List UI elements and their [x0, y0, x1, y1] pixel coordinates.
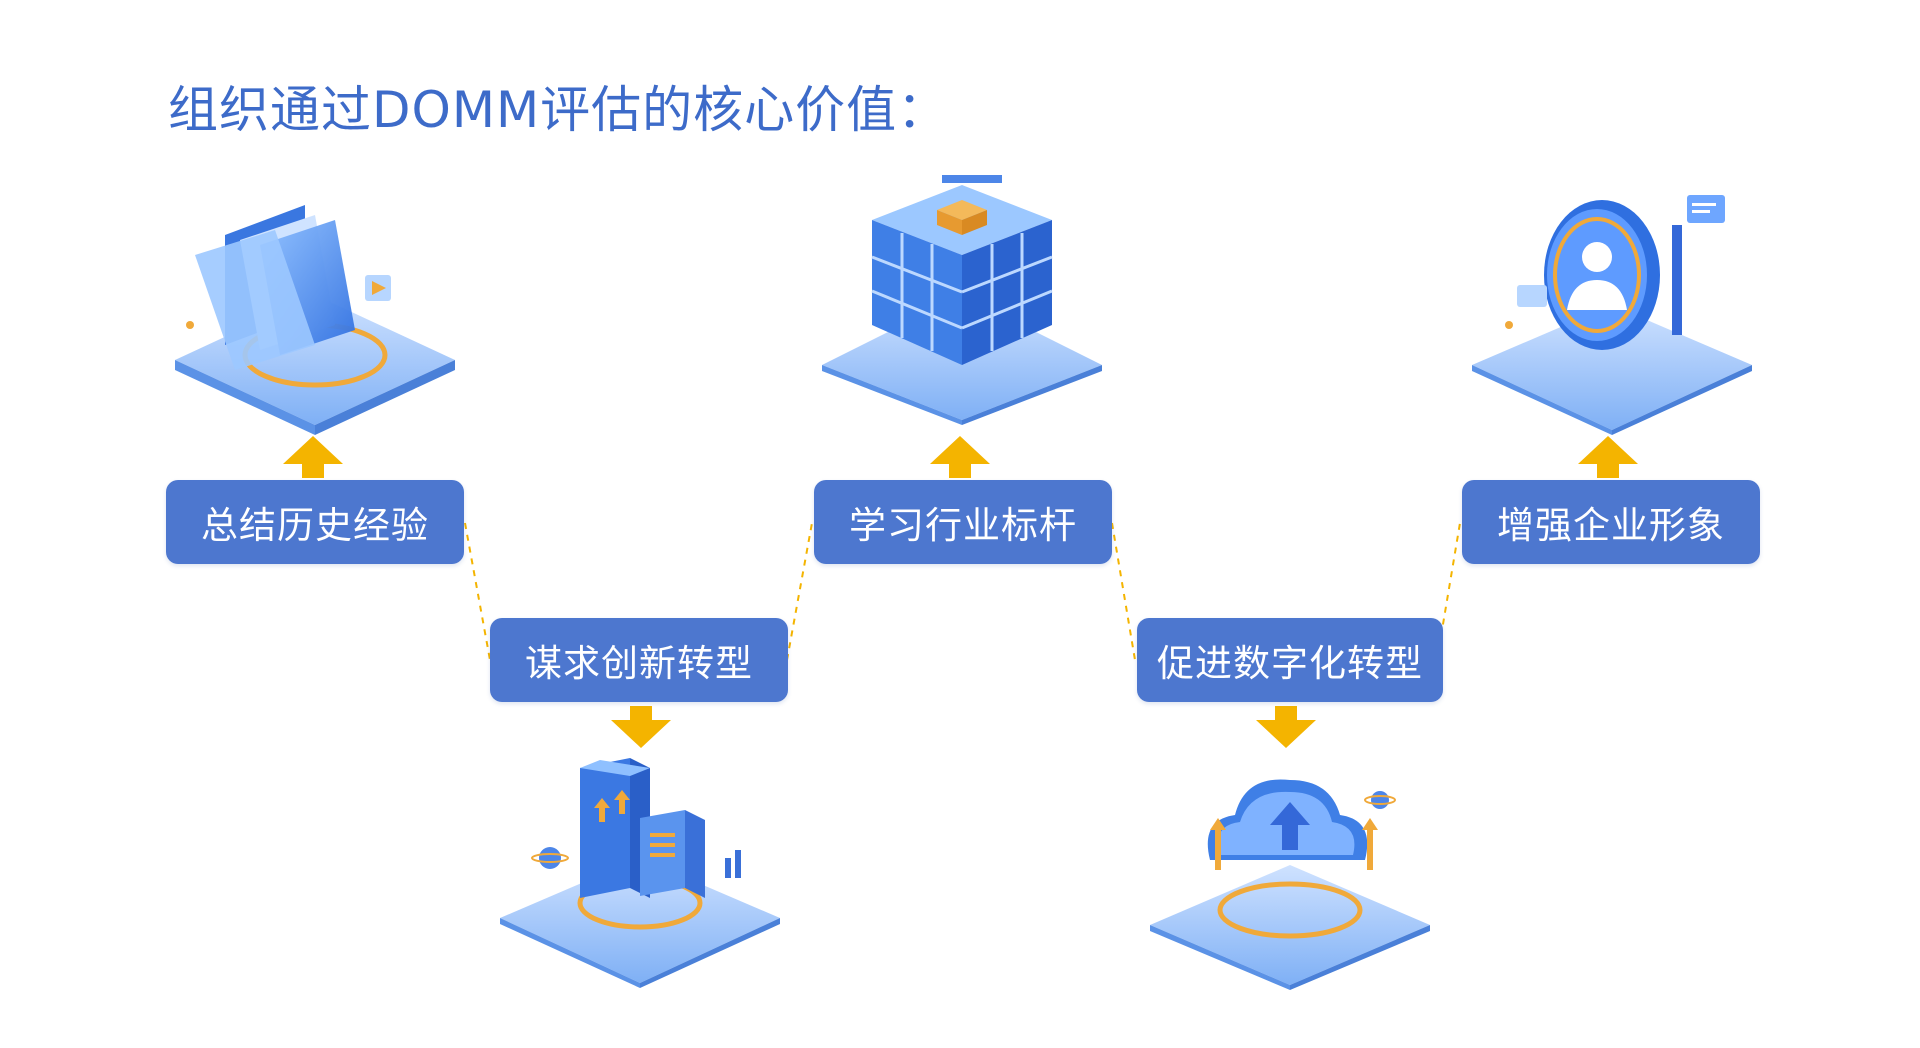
step-label: 增强企业形象: [1497, 504, 1725, 547]
cloud-upload-icon: [1140, 740, 1440, 990]
step-box-learn-benchmark: 学习行业标杆: [814, 480, 1112, 564]
connector-2: [786, 522, 813, 661]
folder-icon: [165, 185, 465, 435]
arrow-up-3: [930, 436, 990, 478]
step-box-digital-transformation: 促进数字化转型: [1137, 618, 1443, 702]
connector-3: [1111, 522, 1136, 661]
server-building-icon: [490, 738, 790, 988]
arrow-up-5: [1578, 436, 1638, 478]
arrow-down-4: [1256, 706, 1316, 748]
user-badge-icon: [1462, 185, 1762, 435]
step-label: 学习行业标杆: [849, 504, 1077, 547]
cube-icon: [812, 175, 1112, 425]
step-box-enhance-image: 增强企业形象: [1462, 480, 1760, 564]
arrow-up-1: [283, 436, 343, 478]
connector-1: [464, 522, 491, 661]
arrow-down-2: [611, 706, 671, 748]
step-label: 总结历史经验: [201, 504, 429, 547]
page-title: 组织通过DOMM评估的核心价值：: [168, 81, 949, 139]
step-box-seek-innovation: 谋求创新转型: [490, 618, 788, 702]
step-box-summarize-history: 总结历史经验: [166, 480, 464, 564]
step-label: 促进数字化转型: [1157, 642, 1423, 685]
step-label: 谋求创新转型: [525, 642, 753, 685]
